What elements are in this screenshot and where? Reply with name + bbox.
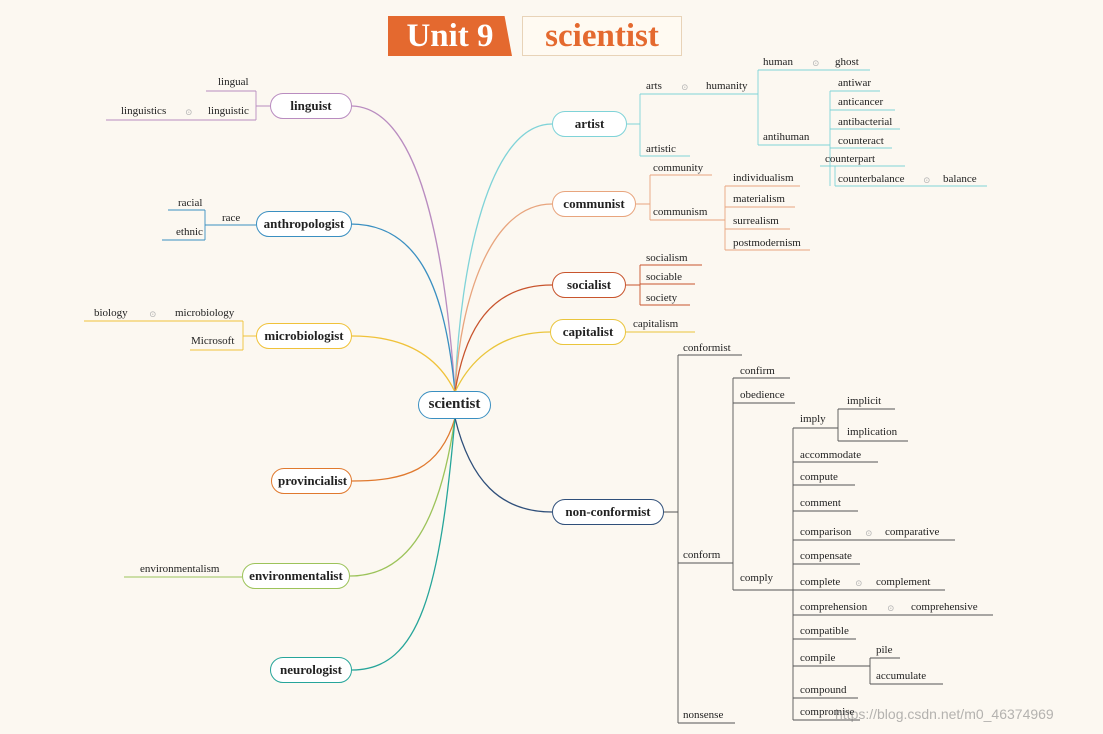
leaf-compensate: compensate (800, 550, 852, 562)
leaf-implicit: implicit (847, 395, 882, 407)
branch-artist[interactable]: artist (552, 111, 627, 137)
branch-provincialist[interactable]: provincialist (271, 468, 352, 494)
leaf-imply: imply (800, 413, 826, 425)
leaf-conformist: conformist (683, 342, 731, 354)
leaf-microsoft: Microsoft (191, 335, 235, 347)
leaf-community: community (653, 162, 704, 174)
leaf-materialism: materialism (733, 193, 785, 205)
link-dot-icon: ⊙ (923, 175, 931, 185)
leaf-implication: implication (847, 426, 898, 438)
leaf-ghost: ghost (835, 56, 859, 68)
leaf-compromise: compromise (800, 706, 855, 718)
leaf-comparison: comparison (800, 526, 852, 538)
branch-capitalist[interactable]: capitalist (550, 319, 626, 345)
leaf-comprehension: comprehension (800, 601, 868, 613)
leaf-environmentalism: environmentalism (140, 563, 220, 575)
leaf-communism: communism (653, 206, 708, 218)
central-node[interactable]: scientist (418, 391, 491, 419)
leaf-compile: compile (800, 652, 836, 664)
leaf-complement: complement (876, 576, 931, 588)
leaf-capitalism: capitalism (633, 318, 679, 330)
leaf-compatible: compatible (800, 625, 849, 637)
leaf-balance: balance (943, 173, 977, 185)
leaf-antihuman: antihuman (763, 131, 810, 143)
leaf-conform: conform (683, 549, 721, 561)
leaf-race: race (222, 212, 241, 224)
leaf-counterpart: counterpart (825, 153, 876, 165)
leaf-socialism: socialism (646, 252, 688, 264)
branch-non-conformist[interactable]: non-conformist (552, 499, 664, 525)
leaf-counterbalance: counterbalance (838, 173, 905, 185)
branch-anthropologist[interactable]: anthropologist (256, 211, 352, 237)
leaf-artistic: artistic (646, 143, 676, 155)
link-dot-icon: ⊙ (149, 309, 157, 319)
leaf-society: society (646, 292, 678, 304)
word-banner: scientist (522, 16, 682, 56)
leaf-arts: arts (646, 80, 662, 92)
leaf-individualism: individualism (733, 172, 794, 184)
leaf-lingual: lingual (218, 76, 249, 88)
leaf-linguistics: linguistics (121, 105, 167, 117)
leaf-nonsense: nonsense (683, 709, 724, 721)
leaf-antibacterial: antibacterial (838, 116, 893, 128)
branch-microbiologist[interactable]: microbiologist (256, 323, 352, 349)
leaf-complete: complete (800, 576, 841, 588)
leaf-confirm: confirm (740, 365, 775, 377)
leaf-ethnic: ethnic (176, 226, 203, 238)
link-dot-icon: ⊙ (887, 603, 895, 613)
link-dot-icon: ⊙ (855, 578, 863, 588)
leaf-human: human (763, 56, 793, 68)
leaf-microbiology: microbiology (175, 307, 235, 319)
leaf-counteract: counteract (838, 135, 884, 147)
leaf-antiwar: antiwar (838, 77, 871, 89)
leaf-postmodernism: postmodernism (733, 237, 801, 249)
leaf-humanity: humanity (706, 80, 748, 92)
leaf-anticancer: anticancer (838, 96, 884, 108)
leaf-racial: racial (178, 197, 203, 209)
branch-environmentalist[interactable]: environmentalist (242, 563, 350, 589)
leaf-pile: pile (876, 644, 893, 656)
leaf-linguistic: linguistic (208, 105, 249, 117)
leaf-obedience: obedience (740, 389, 785, 401)
leaf-accumulate: accumulate (876, 670, 927, 682)
branch-linguist[interactable]: linguist (270, 93, 352, 119)
leaf-comparative: comparative (885, 526, 940, 538)
leaf-comment: comment (800, 497, 841, 509)
leaf-comprehensive: comprehensive (911, 601, 978, 613)
leaf-compute: compute (800, 471, 838, 483)
leaf-sociable: sociable (646, 271, 683, 283)
link-dot-icon: ⊙ (681, 82, 689, 92)
branch-socialist[interactable]: socialist (552, 272, 626, 298)
link-dot-icon: ⊙ (865, 528, 873, 538)
leaf-compound: compound (800, 684, 847, 696)
link-dot-icon: ⊙ (185, 107, 193, 117)
leaf-surrealism: surrealism (733, 215, 779, 227)
branch-communist[interactable]: communist (552, 191, 636, 217)
branch-neurologist[interactable]: neurologist (270, 657, 352, 683)
leaf-biology: biology (94, 307, 128, 319)
link-dot-icon: ⊙ (812, 58, 820, 68)
unit-banner: Unit 9 (388, 16, 512, 56)
watermark-url: https://blog.csdn.net/m0_46374969 (835, 706, 1054, 722)
leaf-comply: comply (740, 572, 773, 584)
leaf-accommodate: accommodate (800, 449, 862, 461)
